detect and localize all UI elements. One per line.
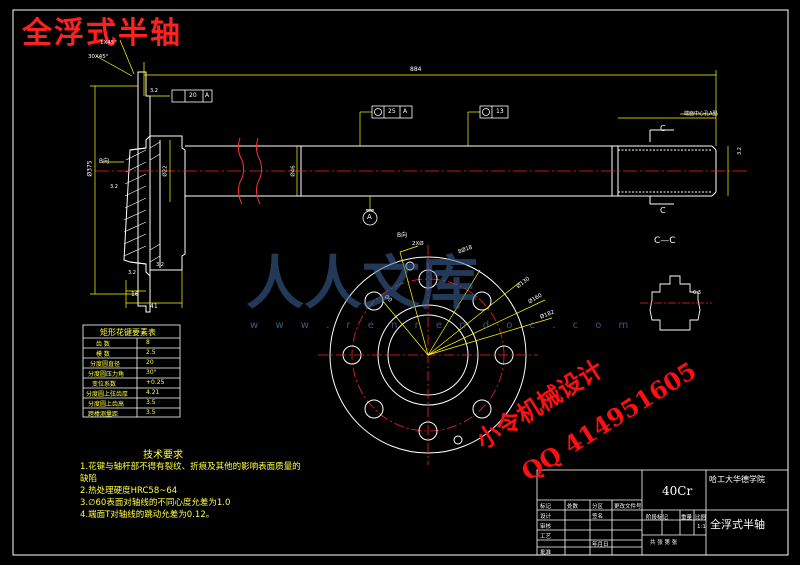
gdt-perp-value: 20 — [189, 92, 197, 99]
section-view-label: C—C — [654, 236, 676, 246]
tech-req-line: 2.热处理硬度HRC58~64 — [80, 486, 178, 496]
view-b-label: B向 — [99, 158, 110, 165]
border-frame — [12, 9, 789, 556]
tb-row-label: 标记 — [540, 504, 552, 510]
tb-check-label: 审核 — [540, 524, 552, 530]
section-label-bottom: C — [660, 206, 666, 215]
roughness-mark: 6.3 — [693, 290, 701, 296]
gdt-round-value: 13 — [496, 108, 504, 115]
watermark-brand: 人人文库 — [246, 249, 479, 317]
spline-table-cell: 齿 数 — [96, 341, 110, 348]
watermark-url: w w w . r e n r e n d o c . c o m — [250, 320, 636, 331]
gdt-runout-value: 25 — [388, 108, 396, 115]
tb-row-label: 签名 — [592, 514, 604, 520]
tb-process-label: 工艺 — [540, 534, 552, 540]
spline-table-cell: 2.5 — [146, 349, 156, 356]
roughness-mark: 3.2 — [110, 184, 118, 190]
spline-table-cell: 20 — [146, 359, 154, 366]
spline-table-cell: 跨棒测量距 — [88, 411, 119, 418]
tb-row-label: 更改文件号 — [614, 504, 642, 510]
tech-req-line: 缺陷 — [80, 474, 98, 484]
dim-dia-shaft: Ø46 — [290, 165, 297, 177]
tb-row-label: 分区 — [592, 504, 604, 510]
spline-table-cell: 4.21 — [146, 389, 160, 396]
flange-b-view-leaders — [381, 245, 553, 356]
dim-dia-hub: Ø22 — [162, 165, 169, 177]
tb-scale: 1:1 — [697, 524, 706, 530]
gdt-frames — [171, 89, 509, 119]
datum-a-label: A — [367, 213, 372, 221]
spline-table-cell: 3.5 — [146, 409, 156, 416]
roughness-mark: 3.2 — [736, 147, 743, 155]
spline-table-cell: 分度圆上弦齿厚 — [86, 391, 129, 398]
spline-table-cell: 3.5 — [146, 399, 156, 406]
roughness-mark: 3.2 — [156, 262, 164, 268]
tb-weight-label: 重量 — [681, 515, 693, 521]
section-label-top: C — [660, 124, 666, 133]
tb-school: 哈工大华德学院 — [709, 475, 765, 484]
spline-table-cell: 变位系数 — [92, 381, 117, 388]
tb-sheet: 共 张 第 张 — [650, 540, 678, 546]
spline-table-cell: 模 数 — [96, 351, 110, 358]
dim-chamfer: 1X45° — [100, 40, 118, 46]
spline-table-cell: 分度圆压力角 — [88, 371, 125, 378]
spline-table-grid — [82, 324, 181, 418]
dim-hole-small: 2XØ — [412, 241, 424, 247]
dimension-lines — [90, 39, 729, 308]
tb-stage-label: 阶段标记 — [646, 515, 669, 521]
spline-table-cell: 分度圆直径 — [90, 361, 121, 368]
dim-hub-width: 41 — [150, 303, 158, 310]
tb-part-name: 全浮式半轴 — [710, 518, 765, 531]
spline-table-header: 矩形花键要素表 — [100, 328, 156, 337]
tech-req-line: 1.花键与轴杆部不得有裂纹、折痕及其他的影响表面质量的 — [80, 462, 301, 472]
dim-dia-left: Ø375 — [86, 160, 94, 177]
view-b-title: B向 — [397, 232, 408, 239]
spline-note: 端面中心孔A型 — [684, 111, 718, 117]
tech-req-line: 4.端面T对轴线的跳动允差为0.12。 — [80, 510, 215, 520]
tech-req-line: 3.∅60表面对轴线的不同心度允差为1.0 — [80, 498, 231, 508]
spline-section-view — [649, 275, 701, 331]
spline-table-cell: 分度圆上齿高 — [88, 401, 125, 408]
dim-flange-thickness: 16 — [131, 291, 139, 298]
tb-design-label: 设计 — [540, 514, 552, 520]
shaft-main-view — [123, 71, 717, 313]
spline-table-cell: 8 — [146, 339, 150, 346]
tb-scale-label: 比例 — [695, 515, 707, 521]
roughness-mark: 3.2 — [128, 270, 136, 276]
dim-overall-length: 884 — [410, 66, 422, 73]
tb-row-label: 处数 — [567, 504, 579, 510]
dim-angle-note: 30X45° — [88, 54, 109, 60]
drawing-title: 全浮式半轴 — [22, 16, 182, 51]
gdt-perp-datum: A — [205, 92, 210, 99]
roughness-mark: 3.2 — [150, 88, 158, 94]
tb-material: 40Cr — [662, 484, 693, 498]
spline-table-cell: +0.25 — [146, 379, 165, 386]
title-block-grid — [536, 469, 789, 556]
tb-approve-label: 批准 — [540, 550, 552, 556]
spline-table-cell: 30° — [146, 369, 157, 376]
gdt-runout-datum: A — [403, 108, 408, 115]
tech-req-heading: 技术要求 — [143, 450, 183, 461]
datum-a-symbol — [362, 209, 378, 226]
section-cut-marks — [649, 129, 674, 205]
tb-row-label: 年月日 — [592, 542, 609, 548]
flange-hatching — [123, 141, 161, 263]
